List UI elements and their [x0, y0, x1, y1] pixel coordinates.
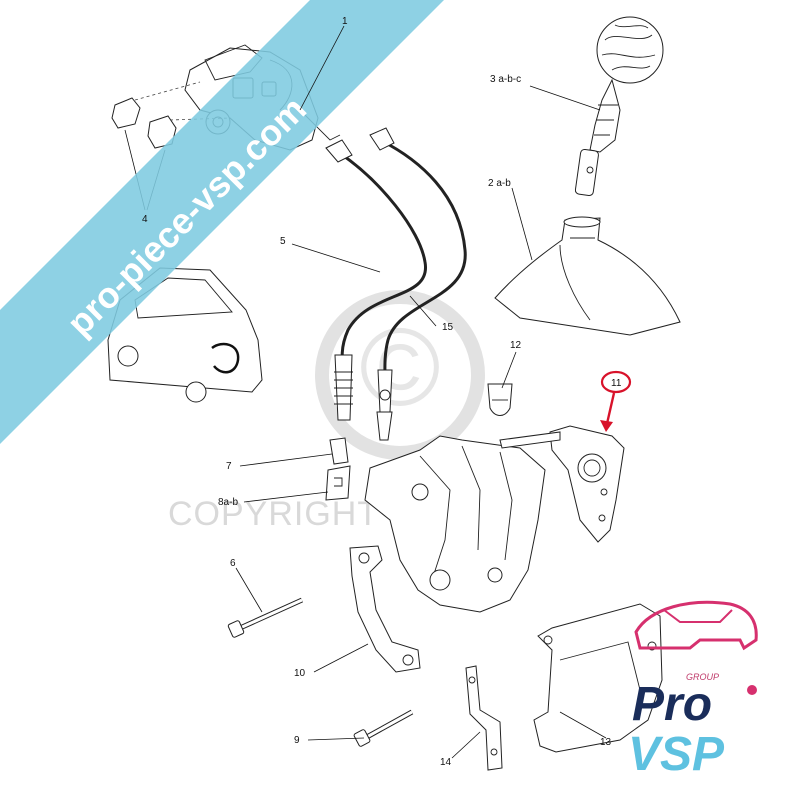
callout-4: 4 — [142, 214, 148, 225]
logo-car-outline-icon — [634, 600, 758, 651]
callout-11: 11 — [611, 378, 622, 389]
callout-1: 1 — [342, 16, 348, 27]
car-thumbnail — [107, 267, 263, 403]
callout-6: 6 — [230, 558, 236, 569]
callout-labels: 1 4 3 a-b-c 2 a-b 5 15 12 11 7 8a-b 6 10… — [142, 16, 622, 768]
logo-pro: Pro — [632, 678, 712, 731]
highlight-11 — [600, 370, 632, 432]
callout-12: 12 — [510, 340, 522, 351]
callout-5: 5 — [280, 236, 286, 247]
gearbox-housing — [364, 431, 561, 613]
logo-dot-icon — [747, 685, 757, 695]
part-8-bracket — [325, 465, 351, 501]
logo-group: GROUP — [686, 672, 719, 682]
part-7-clip — [329, 437, 349, 465]
part-2-gear-boot — [494, 216, 681, 336]
part-14-bracket — [465, 665, 503, 771]
callout-9: 9 — [294, 735, 300, 746]
callout-13: 13 — [600, 737, 612, 748]
callout-3: 3 a-b-c — [490, 74, 521, 85]
callout-leaders — [235, 25, 607, 759]
callout-8: 8a-b — [218, 497, 238, 508]
part-11-support-bracket — [549, 425, 625, 543]
logo-vsp: VSP — [628, 728, 725, 781]
callout-15: 15 — [442, 322, 454, 333]
part-10-lever-bracket — [349, 545, 421, 673]
cables-5-15 — [325, 127, 467, 441]
part-12-clip — [487, 383, 513, 416]
provsp-logo: GROUP Pro VSP — [628, 600, 758, 781]
part-3-gear-lever — [574, 16, 664, 197]
callout-10: 10 — [294, 668, 306, 679]
callout-7: 7 — [226, 461, 232, 472]
part-9-bolt — [353, 709, 414, 747]
callout-2: 2 a-b — [488, 178, 511, 189]
part-6-long-bolt — [227, 597, 304, 638]
callout-14: 14 — [440, 757, 452, 768]
copyright-symbol: © — [359, 306, 440, 429]
